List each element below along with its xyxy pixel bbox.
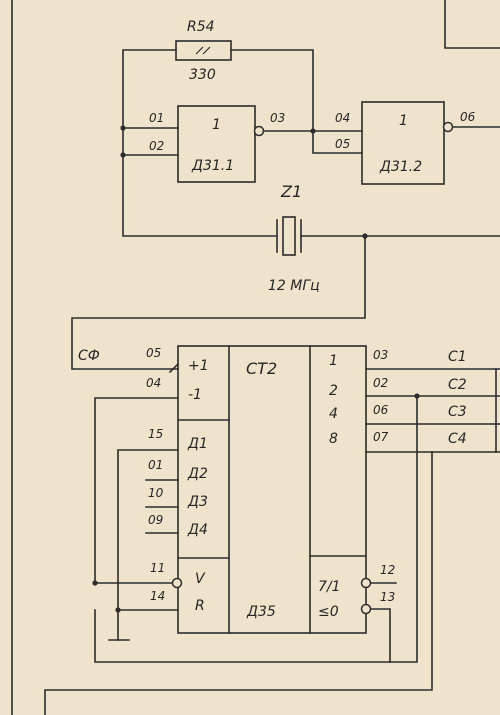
counter-input-pin: 04 (146, 376, 161, 390)
counter-input-pin: 10 (148, 486, 164, 500)
gate1-ref: Д31.1 (191, 158, 234, 174)
gate2-pin-in-b: 05 (335, 137, 350, 151)
counter-input-name: Д2 (187, 466, 208, 482)
counter-inputs: +1 -1 Д1 Д2 Д3 Д4 V R 05 04 15 01 10 09 … (146, 346, 209, 614)
counter-input-name: Д4 (187, 522, 208, 538)
gate1-pin-out: 03 (270, 111, 285, 125)
counter-input-pin: 05 (146, 346, 161, 360)
counter-input-wires (92, 362, 183, 641)
counter-carry-pin: 12 (380, 563, 395, 577)
counter-input-pin: 14 (150, 589, 165, 603)
crystal-z1: Z1 12 МГц (268, 182, 320, 294)
counter-output-pin: 03 (373, 348, 388, 362)
counter-d35: СТ2 Д35 (177, 345, 367, 634)
gate-d31-1: 1 Д31.1 01 02 03 (149, 105, 285, 183)
counter-output-weight: 1 (329, 353, 338, 369)
counter-input-pin: 15 (148, 427, 163, 441)
bottom-wire (44, 451, 433, 715)
counter-input-name: R (195, 598, 205, 614)
counter-input-pin: 11 (150, 561, 165, 575)
counter-output-net: С3 (448, 404, 467, 420)
gate2-pin-out: 06 (460, 110, 476, 124)
counter-output-net: С4 (448, 431, 467, 447)
oscillator-wires (71, 49, 500, 370)
counter-input-pin: 09 (148, 513, 163, 527)
counter-carry-name: ≤0 (318, 604, 339, 620)
counter-output-net: С2 (448, 377, 467, 393)
counter-output-wires (94, 368, 500, 663)
counter-input-name: V (195, 571, 206, 587)
counter-output-pin: 06 (373, 403, 389, 417)
gate2-pin-in-a: 04 (335, 111, 350, 125)
frame-border (11, 0, 500, 715)
counter-output-weight: 8 (329, 431, 338, 447)
gate2-symbol: 1 (399, 113, 408, 129)
counter-carry: 7/1 ≤0 12 13 (318, 563, 397, 663)
gate-d31-2: 1 Д31.2 04 05 06 (335, 101, 476, 185)
counter-output-pin: 07 (373, 430, 389, 444)
counter-input-name: Д1 (187, 436, 208, 452)
resistor-value: 330 (189, 67, 216, 83)
counter-input-name: +1 (188, 358, 209, 374)
net-cf-label: СФ (78, 348, 100, 364)
counter-input-name: -1 (188, 387, 202, 403)
gate1-pin-in-a: 01 (149, 111, 164, 125)
resistor-r54: R54 330 (175, 19, 232, 83)
counter-ref: Д35 (246, 604, 276, 620)
counter-outputs: 1 2 4 8 03 02 06 07 С1 С2 С3 С4 (329, 348, 467, 447)
gate1-pin-in-b: 02 (149, 139, 164, 153)
counter-input-pin: 01 (148, 458, 163, 472)
resistor-ref: R54 (187, 19, 215, 35)
counter-input-name: Д3 (187, 494, 208, 510)
crystal-ref: Z1 (280, 182, 302, 201)
crystal-value: 12 МГц (268, 278, 320, 294)
counter-carry-name: 7/1 (318, 579, 341, 595)
counter-type: СТ2 (246, 359, 277, 378)
counter-output-weight: 2 (329, 383, 338, 399)
counter-output-pin: 02 (373, 376, 388, 390)
counter-output-net: С1 (448, 349, 467, 365)
gate2-ref: Д31.2 (379, 159, 422, 175)
gate1-symbol: 1 (212, 117, 221, 133)
counter-carry-pin: 13 (380, 590, 395, 604)
counter-output-weight: 4 (329, 406, 338, 422)
